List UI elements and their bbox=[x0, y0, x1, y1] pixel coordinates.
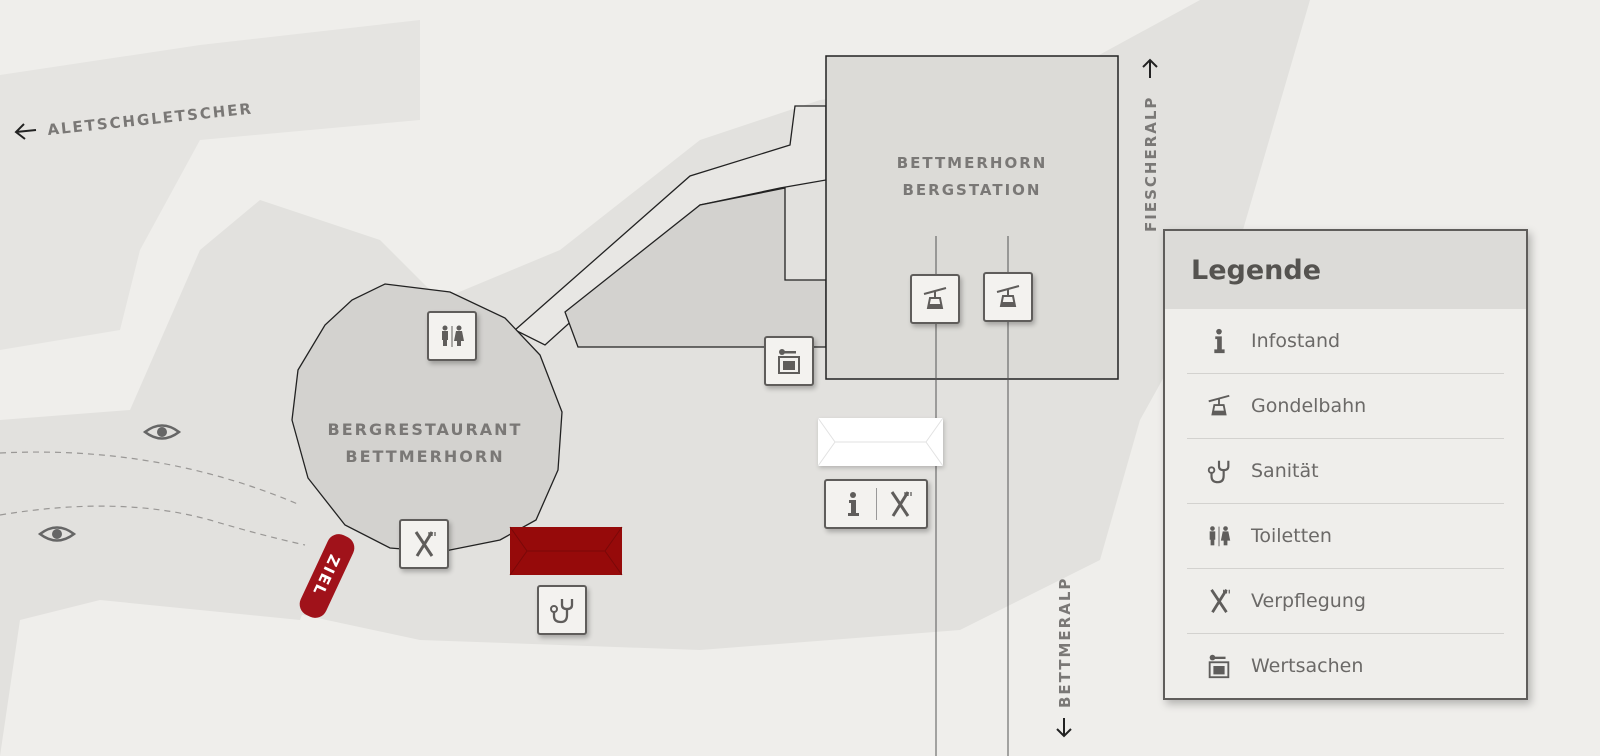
legend-title: Legende bbox=[1165, 231, 1526, 309]
valuables-icon bbox=[778, 349, 800, 374]
bergstation-building[interactable] bbox=[825, 55, 1119, 380]
legend-item-toiletten: Toiletten bbox=[1187, 504, 1504, 569]
gondola-icon bbox=[1207, 394, 1231, 416]
food-marker[interactable] bbox=[399, 519, 449, 569]
terrain-left-track bbox=[0, 440, 330, 756]
cutlery-icon bbox=[414, 531, 436, 557]
legend-label: Sanität bbox=[1251, 460, 1319, 482]
toilet-icon bbox=[1209, 526, 1231, 547]
arrow-down-icon bbox=[1056, 718, 1072, 738]
toilet-icon bbox=[442, 325, 464, 347]
toilet-marker[interactable] bbox=[427, 311, 477, 361]
legend-item-wertsachen: Wertsachen bbox=[1187, 634, 1504, 698]
gondola-icon bbox=[996, 285, 1020, 307]
viewpoint-eye-icon[interactable] bbox=[142, 424, 182, 440]
legend-label: Verpflegung bbox=[1251, 590, 1366, 612]
legend-item-gondelbahn: Gondelbahn bbox=[1187, 374, 1504, 439]
cutlery-icon bbox=[1210, 589, 1230, 613]
fiescheralp-label[interactable]: FIESCHERALP bbox=[1142, 96, 1160, 232]
legend-item-infostand: Infostand bbox=[1187, 309, 1504, 374]
legend-panel: Legende Infostand Gondelbahn Sanität Toi… bbox=[1163, 229, 1528, 700]
gondola-marker[interactable] bbox=[910, 274, 960, 324]
legend-label: Toiletten bbox=[1251, 525, 1332, 547]
divider bbox=[875, 488, 877, 520]
gondola-marker[interactable] bbox=[983, 272, 1033, 322]
legend-item-verpflegung: Verpflegung bbox=[1187, 569, 1504, 634]
cutlery-icon bbox=[890, 491, 912, 517]
valuables-marker[interactable] bbox=[764, 336, 814, 386]
valuables-icon bbox=[1208, 654, 1230, 679]
tent-red[interactable] bbox=[509, 526, 623, 576]
restaurant-label-2: BETTMERHORN bbox=[345, 447, 504, 466]
annex-building bbox=[564, 187, 827, 348]
station-label-2: BERGSTATION bbox=[903, 181, 1042, 199]
terrain-ridge bbox=[0, 20, 420, 350]
info-icon bbox=[847, 492, 859, 516]
gondola-icon bbox=[923, 287, 947, 309]
arrow-up-icon bbox=[1142, 58, 1158, 78]
bettmeralp-label[interactable]: BETTMERALP bbox=[1056, 577, 1074, 708]
restaurant-label-1: BERGRESTAURANT bbox=[328, 420, 523, 439]
info-food-marker[interactable] bbox=[824, 479, 928, 529]
tent-white[interactable] bbox=[817, 417, 944, 467]
medical-marker[interactable] bbox=[537, 585, 587, 635]
legend-item-sanitaet: Sanität bbox=[1187, 439, 1504, 504]
legend-label: Wertsachen bbox=[1251, 655, 1364, 677]
legend-label: Gondelbahn bbox=[1251, 395, 1367, 417]
viewpoint-eye-icon[interactable] bbox=[37, 526, 77, 542]
station-label-1: BETTMERHORN bbox=[897, 154, 1048, 172]
stethoscope-icon bbox=[550, 599, 574, 624]
legend-label: Infostand bbox=[1251, 330, 1341, 352]
trail-path bbox=[0, 451, 306, 546]
info-icon bbox=[1214, 328, 1225, 354]
stethoscope-icon bbox=[1207, 460, 1230, 484]
arrow-left-icon bbox=[14, 123, 37, 140]
